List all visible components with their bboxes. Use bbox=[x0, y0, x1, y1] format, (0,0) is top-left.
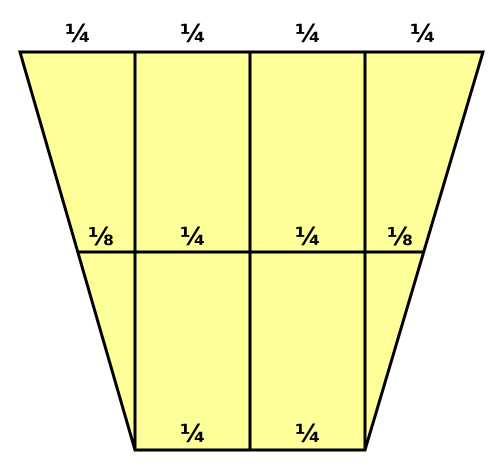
top-label-1: ¼ bbox=[65, 19, 91, 48]
top-label-3: ¼ bbox=[295, 19, 321, 48]
top-label-4: ¼ bbox=[410, 19, 436, 48]
middle-label-3: ¼ bbox=[295, 222, 321, 251]
middle-label-4: ⅛ bbox=[387, 222, 413, 251]
bottom-label-1: ¼ bbox=[180, 419, 206, 448]
bottom-label-2: ¼ bbox=[295, 419, 321, 448]
middle-label-2: ¼ bbox=[180, 222, 206, 251]
middle-label-1: ⅛ bbox=[88, 222, 114, 251]
top-label-2: ¼ bbox=[180, 19, 206, 48]
